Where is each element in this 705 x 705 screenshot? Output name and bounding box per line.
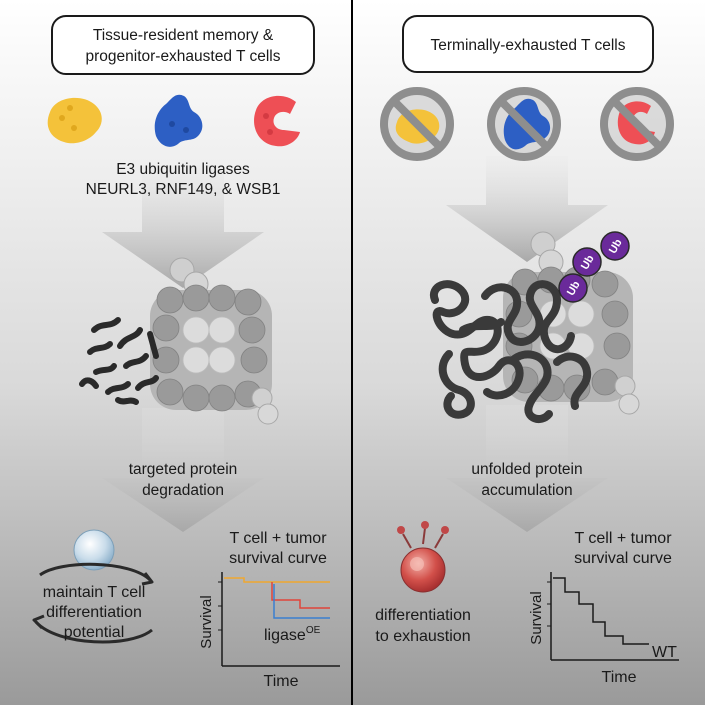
right-panel: Terminally-exhausted T cells xyxy=(353,0,705,705)
left-arrow-upper xyxy=(102,165,264,288)
cycle-arrows-icon xyxy=(32,562,154,644)
right-cell-line2: to exhaustion xyxy=(375,628,470,645)
left-chart-ylabel: Survival xyxy=(198,595,215,648)
right-chart-title-line1: T cell + tumor xyxy=(574,530,672,547)
left-process-line2: degradation xyxy=(142,482,224,499)
left-chart-xlabel: Time xyxy=(264,673,299,690)
blue-ligase-icon xyxy=(154,94,203,147)
left-title-line1: Tissue-resident memory & xyxy=(93,27,274,44)
left-title-box xyxy=(51,15,315,75)
exhausted-t-cell-icon xyxy=(397,521,449,593)
ubiquitin-icon xyxy=(600,231,630,261)
ubiquitin-icon xyxy=(558,273,588,303)
right-arrow-upper xyxy=(446,156,608,262)
prohibited-yellow-ligase xyxy=(380,87,454,161)
t-cell-icon xyxy=(73,529,115,571)
right-panel-graphic: Terminally-exhausted T cells xyxy=(353,0,705,705)
left-survival-chart: T cell + tumor survival curve Survival T… xyxy=(198,530,340,690)
unfolded-protein-tangle xyxy=(429,280,592,424)
red-ligase-icon xyxy=(254,95,300,147)
panel-divider xyxy=(351,0,353,705)
right-survival-chart: T cell + tumor survival curve Survival T… xyxy=(528,530,679,686)
right-cell-line1: differentiation xyxy=(375,607,471,624)
left-chart-title-line1: T cell + tumor xyxy=(229,530,327,547)
left-process-line1: targeted protein xyxy=(129,461,238,478)
left-chart-curve-blue xyxy=(273,584,330,619)
proteasome-icon xyxy=(150,257,279,425)
left-ligase-line2: NEURL3, RNF149, & WSB1 xyxy=(86,181,281,198)
right-title: Terminally-exhausted T cells xyxy=(431,37,626,54)
right-process-line2: accumulation xyxy=(481,482,572,499)
left-chart-curve-red xyxy=(271,582,330,609)
prohibited-red-ligase xyxy=(600,87,674,161)
left-panel-graphic: Tissue-resident memory & progenitor-exha… xyxy=(0,0,352,705)
left-panel: Tissue-resident memory & progenitor-exha… xyxy=(0,0,352,705)
yellow-ligase-icon xyxy=(47,97,102,144)
left-arrow-lower xyxy=(102,408,264,532)
left-cell-line1: maintain T cell xyxy=(43,584,146,601)
left-chart-title-line2: survival curve xyxy=(229,550,327,567)
right-arrow-lower xyxy=(446,405,608,532)
right-title-box xyxy=(402,15,654,73)
left-cell-line2: differentiation xyxy=(46,604,142,621)
left-cell-line3: potential xyxy=(64,624,125,641)
left-chart-curve-orange xyxy=(224,577,330,583)
ubiquitin-chain: Ub Ub Ub xyxy=(558,231,630,303)
left-chart-curve-label: ligaseOE xyxy=(264,625,321,644)
right-chart-title-line2: survival curve xyxy=(574,550,672,567)
protein-fragments xyxy=(79,317,159,405)
prohibited-blue-ligase xyxy=(487,87,561,161)
ubiquitin-icon xyxy=(572,247,602,277)
right-process-line1: unfolded protein xyxy=(471,461,582,478)
right-chart-ylabel: Survival xyxy=(528,591,545,644)
left-title-line2: progenitor-exhausted T cells xyxy=(85,48,280,65)
right-chart-curve-label: WT xyxy=(652,644,677,661)
right-chart-xlabel: Time xyxy=(602,669,637,686)
left-ligase-line1: E3 ubiquitin ligases xyxy=(116,161,250,178)
right-chart-curve-wt xyxy=(553,577,649,645)
